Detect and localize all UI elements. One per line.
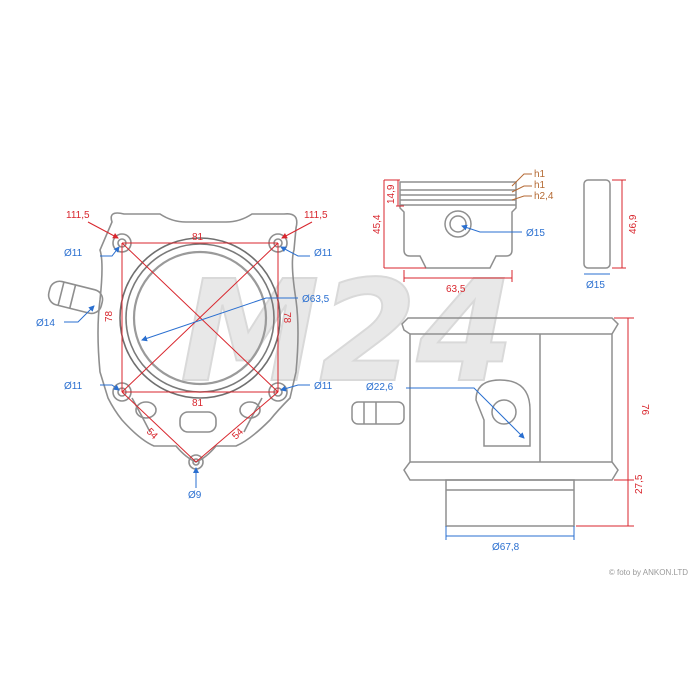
watermark-text: M24 — [180, 251, 514, 414]
label-compression-height: 45,4 — [372, 214, 383, 234]
label-body-height: 76 — [639, 404, 650, 416]
side-labels: 76 27,5 Ø22,6 Ø67,8 — [366, 382, 650, 553]
label-hole-tr: Ø11 — [314, 248, 333, 259]
label-pin-length: 46,9 — [628, 214, 639, 234]
flange-window-left — [135, 401, 157, 419]
photo-credit: © foto by ANKON.LTD — [608, 568, 688, 577]
label-lower-left: 54 — [144, 426, 160, 442]
lower-line-right — [195, 391, 279, 463]
leader-br — [280, 384, 310, 392]
piston-dimensions — [383, 173, 532, 282]
label-spacing-bottom: 81 — [192, 398, 204, 409]
flange-window-right — [239, 401, 261, 419]
side-port — [491, 399, 517, 425]
label-bore: Ø63,5 — [302, 294, 330, 305]
flange-outline — [97, 212, 299, 463]
label-spacing-top: 81 — [192, 232, 204, 243]
label-hole-bl: Ø11 — [64, 381, 83, 392]
label-skirt-diameter: Ø67,8 — [492, 542, 520, 553]
leader-ring-2 — [511, 185, 532, 193]
flange-labels: 111,5 111,5 81 81 78 78 54 54 Ø11 Ø11 Ø1… — [36, 210, 333, 501]
lower-hole-inner — [192, 458, 200, 466]
leader-spigot — [64, 305, 95, 323]
label-diag-right: 111,5 — [304, 210, 328, 221]
side-dimensions — [576, 317, 634, 527]
label-diag-left: 111,5 — [66, 210, 90, 221]
label-spigot: Ø14 — [36, 318, 55, 329]
label-pin-bore: Ø15 — [526, 228, 545, 239]
leader-tr — [280, 246, 310, 257]
label-pin-diameter: Ø15 — [586, 280, 605, 291]
leader-ring-3 — [511, 195, 532, 201]
piston-view — [399, 181, 517, 269]
label-hole-br: Ø11 — [314, 381, 333, 392]
piston-labels: h1 h1 h2,4 14,9 45,4 Ø15 63,5 — [372, 169, 554, 295]
label-spacing-right: 78 — [281, 312, 292, 324]
leader-diag-right — [281, 221, 313, 239]
pin-view — [583, 179, 611, 269]
side-view — [351, 317, 619, 527]
label-lower-right: 54 — [230, 426, 246, 442]
piston-outline — [399, 181, 517, 269]
leader-bore — [141, 297, 298, 342]
side-spigot — [351, 401, 405, 425]
leader-tl — [100, 246, 120, 257]
bore-circle — [132, 250, 268, 386]
label-port: Ø22,6 — [366, 382, 394, 393]
leader-bl — [100, 384, 120, 391]
flange-window-center — [179, 411, 217, 433]
label-ring-2: h1 — [534, 180, 546, 191]
pin-dimensions — [612, 179, 626, 269]
label-lower-hole: Ø9 — [188, 490, 202, 501]
label-hole-tl: Ø11 — [64, 248, 83, 259]
leader-pin-bore — [461, 224, 522, 233]
label-piston-diameter: 63,5 — [446, 284, 466, 295]
leader-diag-left — [87, 221, 119, 239]
bore-gasket-ring — [119, 237, 281, 399]
diag-line-2 — [121, 242, 279, 393]
pin-bore-circle — [449, 215, 467, 233]
label-crown-height: 14,9 — [386, 184, 397, 204]
label-ring-3: h2,4 — [534, 191, 554, 202]
side-skirt — [445, 479, 575, 527]
leader-ring-1 — [511, 173, 532, 187]
label-ring-1: h1 — [534, 169, 546, 180]
label-spacing-left: 78 — [104, 310, 115, 322]
side-leaders — [406, 387, 575, 540]
label-skirt-height: 27,5 — [634, 474, 645, 494]
pin-outline — [583, 179, 611, 269]
flange-dimensions — [87, 221, 313, 463]
side-body-outline — [401, 317, 619, 481]
side-port-boss — [475, 379, 531, 447]
spigot-nozzle — [47, 280, 104, 315]
lower-line-left — [121, 391, 197, 463]
flange-leaders — [64, 246, 310, 488]
pin-boss — [444, 210, 472, 238]
leader-port — [406, 387, 525, 439]
